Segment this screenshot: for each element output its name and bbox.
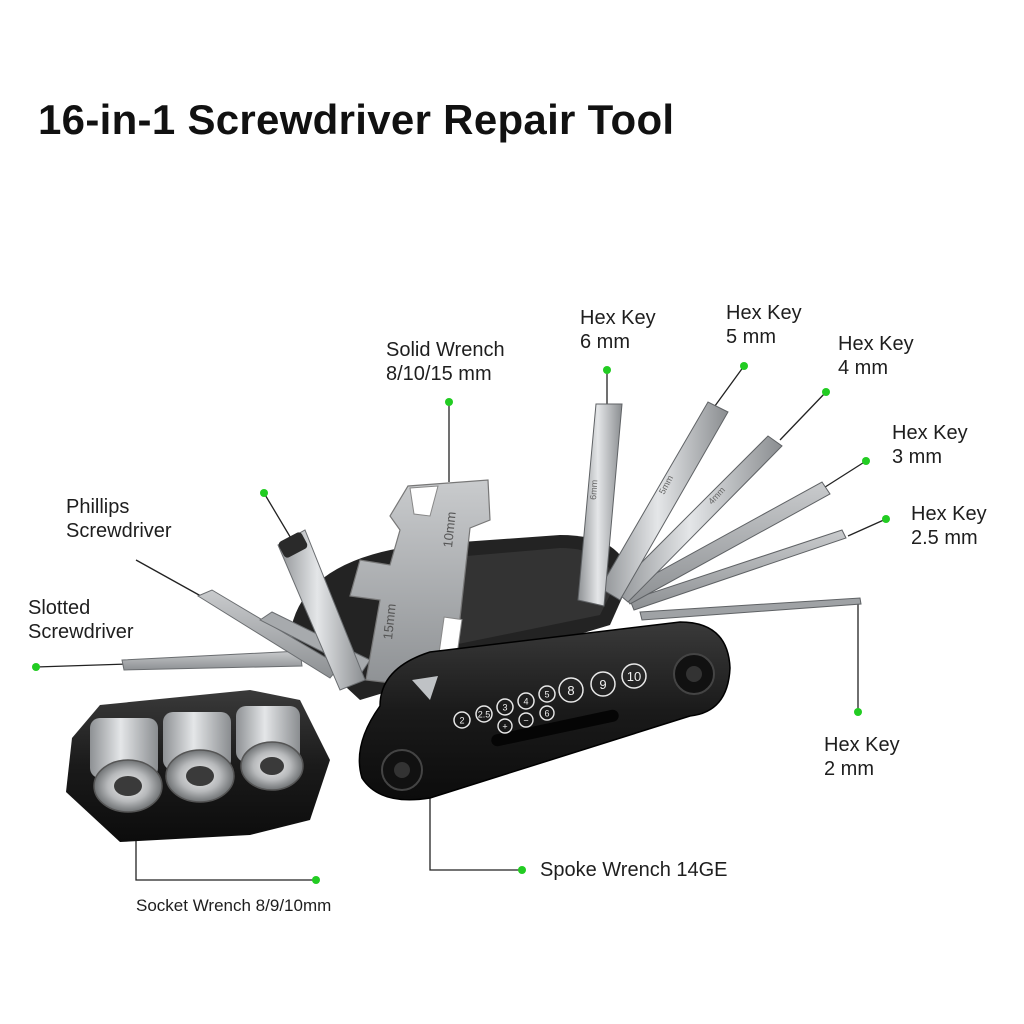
size-sign-label: 6 [544, 709, 549, 719]
label-hex-key-2mm: Hex Key 2 mm [824, 733, 900, 781]
leader-dot-hex3 [862, 457, 870, 465]
leader-line-slotted [35, 663, 129, 668]
label-solid-wrench-line1: Solid Wrench [386, 339, 505, 361]
label-hex-key-5mm-line2: 5 mm [726, 326, 776, 348]
size-badge-ring [538, 685, 556, 703]
page-title: 16-in-1 Screwdriver Repair Tool [38, 96, 675, 143]
label-hex-key-2-5mm-line2: 2.5 mm [911, 527, 978, 549]
leader-dot-hex5 [740, 362, 748, 370]
label-slotted-line1: Slotted [28, 597, 91, 619]
label-socket-line1: Socket Wrench 8/9/10mm [136, 896, 332, 915]
label-socket-wrench: Socket Wrench 8/9/10mm [136, 896, 331, 916]
leader-dot-spoke [518, 866, 526, 874]
label-solid-wrench: Solid Wrench 8/10/15 mm [386, 338, 505, 386]
label-phillips-screwdriver: Phillips Screwdriver [66, 495, 172, 543]
size-badge-label: 2.5 [478, 710, 491, 720]
leader-line-phillips-2 [135, 559, 209, 601]
label-slotted-line2: Screwdriver [28, 621, 134, 643]
size-badge-label: 8 [567, 683, 574, 698]
size-badge-ring [517, 692, 535, 710]
leader-line-hex3 [821, 460, 867, 490]
socket-9mm [163, 712, 235, 803]
size-badge-ring [621, 663, 647, 689]
label-hex-key-5mm-line1: Hex Key [726, 302, 802, 324]
slotted-screwdriver-bit [121, 650, 303, 671]
label-hex-key-6mm-line2: 6 mm [580, 331, 630, 353]
size-badge-label: 9 [599, 677, 606, 692]
wrench-10mm-mark: 10mm [440, 511, 459, 548]
label-hex-key-5mm: Hex Key 5 mm [726, 301, 802, 349]
size-badge-ring [453, 711, 471, 729]
label-hex-key-3mm-line2: 3 mm [892, 446, 942, 468]
label-hex-key-6mm: Hex Key 6 mm [580, 306, 656, 354]
size-sign-ring [539, 705, 555, 721]
label-slotted-screwdriver: Slotted Screwdriver [28, 596, 134, 644]
leader-line-socket [135, 838, 316, 881]
leader-dots [32, 362, 890, 884]
leader-line-hex4 [779, 391, 827, 441]
leader-dot-hex4 [822, 388, 830, 396]
label-hex-key-2mm-line2: 2 mm [824, 758, 874, 780]
size-badge-label: 10 [627, 669, 641, 684]
label-spoke-wrench: Spoke Wrench 14GE [540, 858, 728, 882]
size-badge-ring [558, 677, 584, 703]
label-hex-key-4mm-line2: 4 mm [838, 357, 888, 379]
size-badge-label: 3 [502, 703, 507, 713]
leader-dot-hex6 [603, 366, 611, 374]
size-sign-ring [518, 712, 534, 728]
hex-key-6mm: 6mm [577, 403, 623, 607]
socket-adaptor-arm [277, 529, 366, 691]
size-badge-label: 5 [544, 690, 549, 700]
label-hex-key-3mm: Hex Key 3 mm [892, 421, 968, 469]
leader-line-hex5 [711, 365, 745, 411]
label-phillips-line2: Screwdriver [66, 520, 172, 542]
hex-key-2-5mm [629, 529, 847, 611]
handle-front-plate [358, 621, 731, 801]
leader-dot-phillips [260, 489, 268, 497]
leader-dot-slotted [32, 663, 40, 671]
solid-wrench: 15mm 10mm [349, 479, 491, 691]
leader-dot-socket [312, 876, 320, 884]
label-hex-key-2-5mm: Hex Key 2.5 mm [911, 502, 987, 550]
label-spoke-line1: Spoke Wrench 14GE [540, 859, 728, 881]
size-badge-label: 4 [523, 697, 528, 707]
leader-line-hex25 [847, 518, 887, 537]
label-hex-key-4mm-line1: Hex Key [838, 333, 914, 355]
size-badges: 2 2.5 3 4 5 8 9 10 + − 6 [453, 663, 647, 734]
wrench-15mm-mark: 15mm [380, 603, 399, 640]
leader-line-phillips [263, 492, 293, 541]
leader-dot-hex2 [854, 708, 862, 716]
label-hex-key-2mm-line1: Hex Key [824, 734, 900, 756]
size-badge-label: 2 [459, 716, 464, 726]
label-hex-key-4mm: Hex Key 4 mm [838, 332, 914, 380]
leader-dot-hex25 [882, 515, 890, 523]
socket-10mm [236, 706, 304, 791]
socket-holder [66, 690, 330, 842]
leader-line-hex2 [845, 600, 859, 712]
leader-dot-solid-wrench [445, 398, 453, 406]
size-sign-label: − [523, 716, 528, 726]
label-phillips-line1: Phillips [66, 496, 130, 518]
hex-key-2mm [639, 597, 862, 621]
size-badge-ring [590, 671, 616, 697]
size-sign-label: + [502, 722, 507, 732]
size-sign-ring [497, 718, 513, 734]
handle-slot [491, 709, 619, 747]
socket-8mm [90, 718, 163, 813]
hex-key-6mm-mark: 6mm [588, 479, 599, 500]
size-badge-ring [496, 698, 514, 716]
label-hex-key-2-5mm-line1: Hex Key [911, 503, 987, 525]
hex-keys: 4mm 5mm 6mm [577, 401, 862, 621]
size-badge-ring [475, 705, 493, 723]
label-hex-key-3mm-line1: Hex Key [892, 422, 968, 444]
label-solid-wrench-line2: 8/10/15 mm [386, 363, 492, 385]
label-hex-key-6mm-line1: Hex Key [580, 307, 656, 329]
